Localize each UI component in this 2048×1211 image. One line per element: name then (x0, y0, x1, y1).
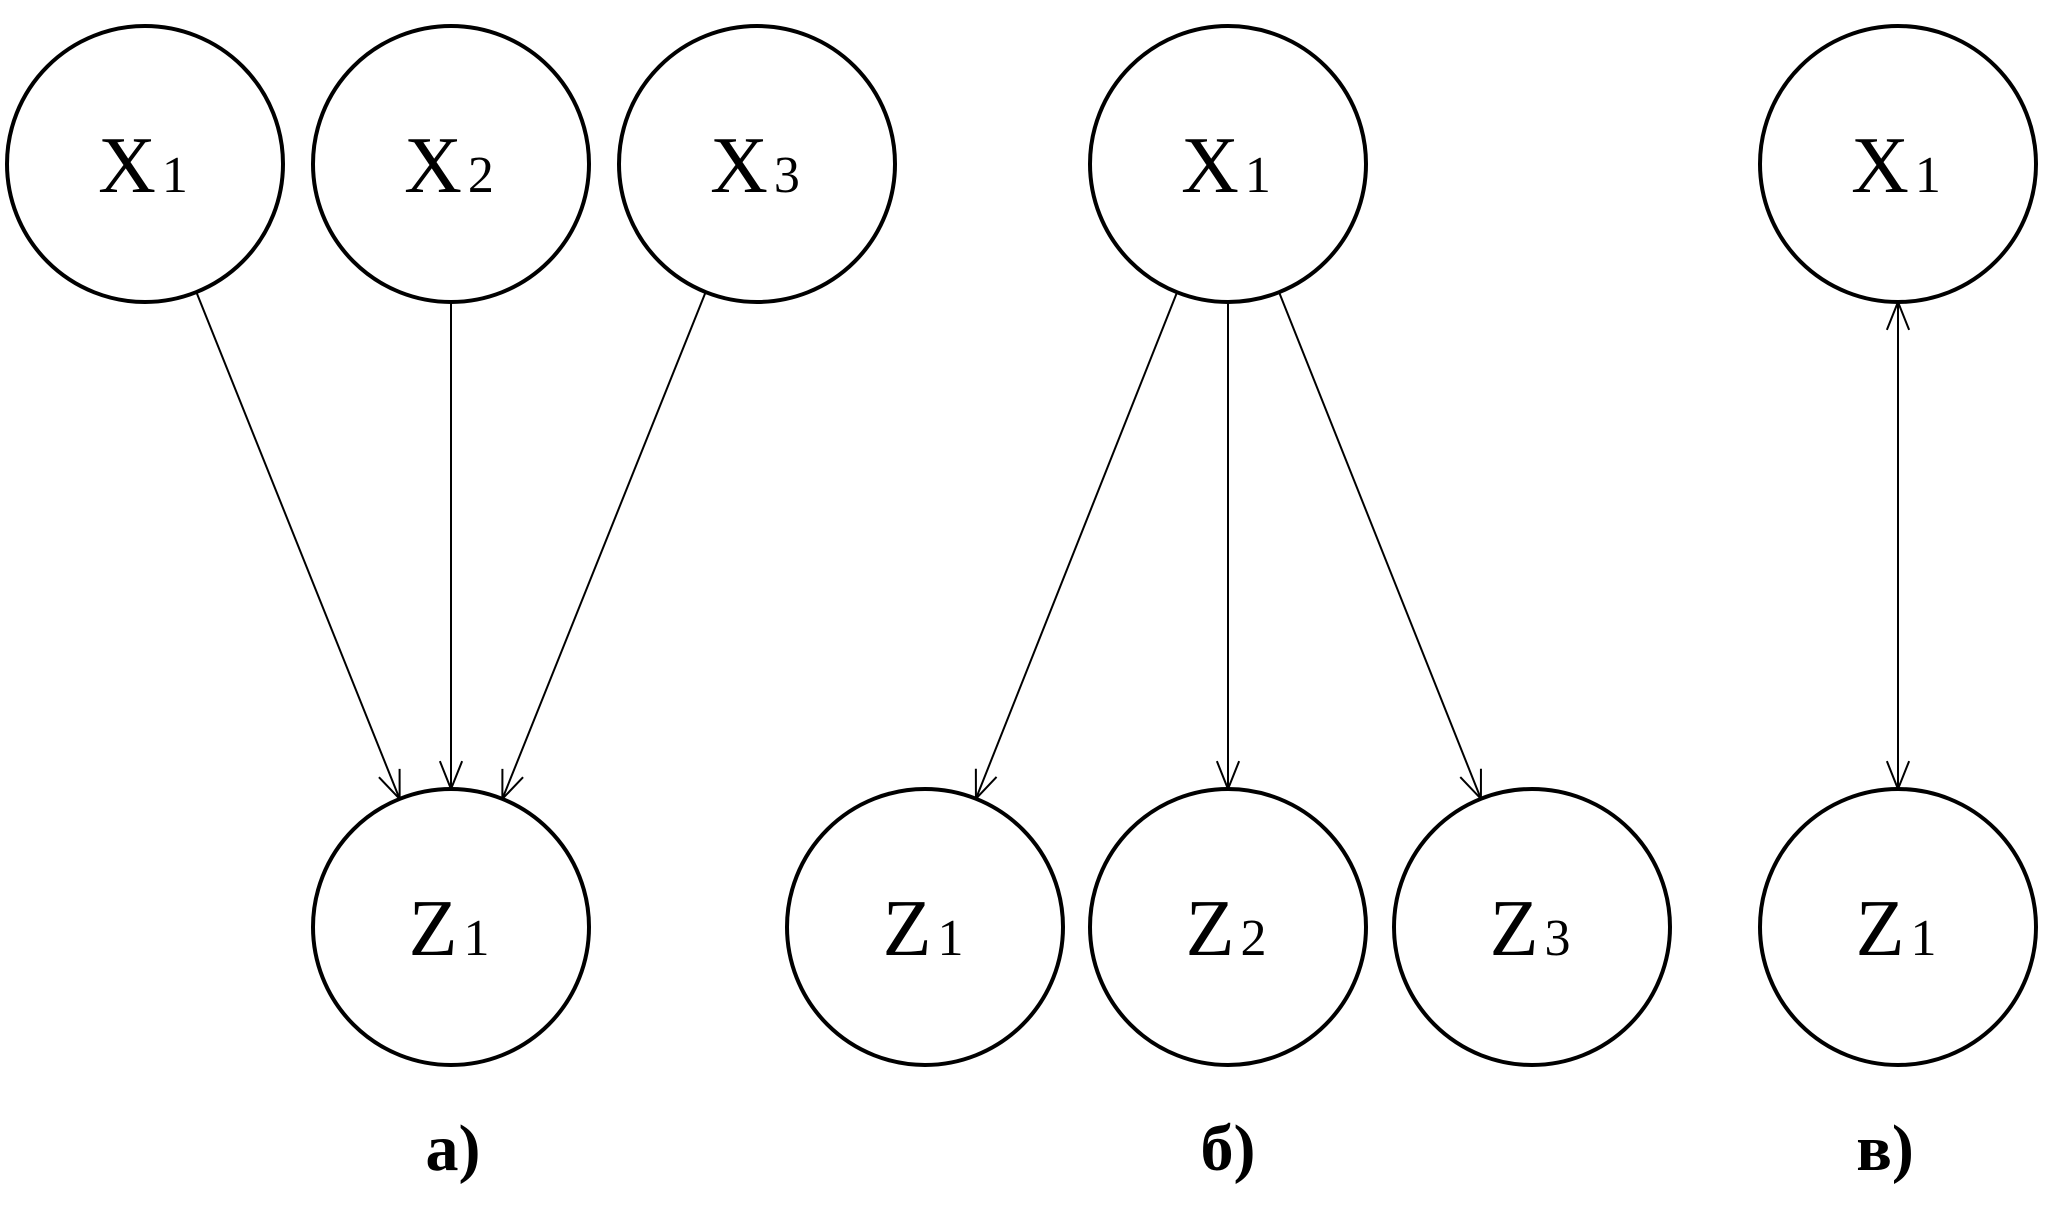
edge-panel-a-3 (501, 291, 707, 802)
edge-panel-b-1 (974, 291, 1178, 802)
node-subscript: 1 (463, 910, 489, 967)
captions-layer: а) б) в) (426, 1112, 1914, 1185)
node-circle (311, 24, 591, 304)
edge-panel-c-1 (1885, 299, 1911, 792)
edge-panel-b-2 (1215, 302, 1241, 792)
node-circle (1088, 24, 1368, 304)
node-subscript: 1 (162, 147, 188, 204)
caption-panel-c: в) (1856, 1112, 1914, 1185)
node-circle (617, 24, 897, 304)
edge-panel-b-3 (1278, 291, 1482, 802)
node-letter: X (404, 122, 462, 210)
node-circle (1392, 787, 1672, 1067)
node-subscript: 1 (1245, 147, 1271, 204)
node-subscript: 3 (774, 147, 800, 204)
edge-panel-a-2 (438, 302, 464, 792)
caption-panel-b: б) (1201, 1112, 1256, 1185)
node-letter: X (98, 122, 156, 210)
edge-line (1278, 291, 1482, 800)
node-circle (785, 787, 1065, 1067)
edge-line (501, 291, 707, 800)
node-circle (311, 787, 591, 1067)
node-circle (1758, 787, 2038, 1067)
node-subscript: 1 (1910, 910, 1936, 967)
node-letter: X (1851, 122, 1909, 210)
node-letter: Z (409, 885, 458, 973)
edge-panel-a-1 (195, 291, 401, 802)
node-letter: X (1181, 122, 1239, 210)
caption-panel-a: а) (426, 1112, 481, 1185)
node-letter: X (710, 122, 768, 210)
node-circle (1758, 24, 2038, 304)
node-subscript: 1 (937, 910, 963, 967)
node-circle (1088, 787, 1368, 1067)
edges-layer (195, 291, 1911, 802)
node-subscript: 2 (1240, 910, 1266, 967)
node-letter: Z (1490, 885, 1539, 973)
node-circle (5, 24, 285, 304)
edge-line (195, 291, 401, 800)
node-subscript: 2 (468, 147, 494, 204)
node-letter: Z (1856, 885, 1905, 973)
edge-line (975, 291, 1178, 800)
node-letter: Z (1186, 885, 1235, 973)
node-letter: Z (883, 885, 932, 973)
node-subscript: 3 (1544, 910, 1570, 967)
node-subscript: 1 (1915, 147, 1941, 204)
